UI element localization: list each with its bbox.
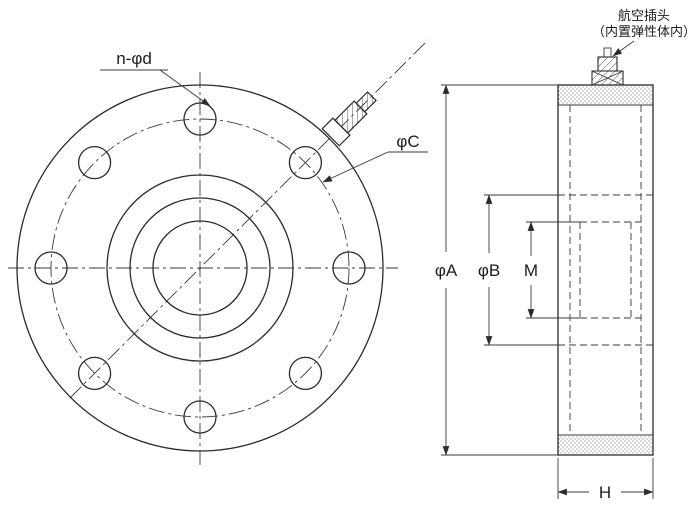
plug-note-line2: （内置弹性体内）	[592, 24, 696, 39]
plug-note: 航空插头 （内置弹性体内）	[592, 8, 696, 57]
dim-H-label: H	[599, 483, 611, 502]
hub-circle-mid	[129, 197, 271, 339]
knurl-band-top	[558, 85, 653, 105]
dim-phiB: φB	[478, 194, 558, 346]
bolt-circle-label: φC	[396, 132, 419, 151]
bolt-pattern-label: n-φd	[116, 49, 152, 68]
plug-note-leader	[612, 40, 635, 57]
bolt-hole	[183, 102, 217, 136]
plug-note-line1: 航空插头	[618, 8, 670, 23]
bolt-pattern-callout: n-φd	[100, 49, 211, 107]
dim-phiA: φA	[435, 84, 558, 456]
bolt-hole	[77, 356, 112, 391]
bolt-circle-centerline	[50, 118, 350, 418]
dim-M: M	[524, 221, 580, 319]
side-view: 航空插头 （内置弹性体内） φA φB M	[435, 8, 696, 502]
plug-pin	[603, 47, 612, 58]
bolt-circle-leader	[322, 151, 389, 183]
knurl-band-bottom	[558, 435, 653, 455]
dim-H: H	[557, 458, 654, 502]
bolt-pattern-leader	[159, 69, 211, 107]
plug-neck	[597, 56, 618, 72]
bolt-hole	[332, 251, 366, 285]
bolt-hole	[77, 145, 112, 180]
bolt-circle-callout: φC	[322, 132, 428, 183]
cable-connector	[321, 91, 377, 147]
body-outline	[557, 84, 654, 456]
bolt-hole	[34, 251, 68, 285]
bolt-hole	[183, 400, 217, 434]
aviation-plug	[591, 47, 624, 86]
plug-cross-2	[591, 70, 624, 86]
dim-phiB-label: φB	[478, 261, 500, 280]
front-view: n-φd φC	[8, 39, 429, 465]
dim-M-label: M	[524, 261, 538, 280]
outer-circle	[16, 84, 384, 452]
dim-phiA-label: φA	[435, 261, 458, 280]
bolt-hole	[288, 356, 323, 391]
bore-circle	[152, 220, 248, 316]
bolt-hole	[288, 145, 323, 180]
centerline-diagonal	[69, 39, 429, 399]
hub-circle-outer	[106, 174, 294, 362]
connector-tip	[355, 91, 377, 113]
